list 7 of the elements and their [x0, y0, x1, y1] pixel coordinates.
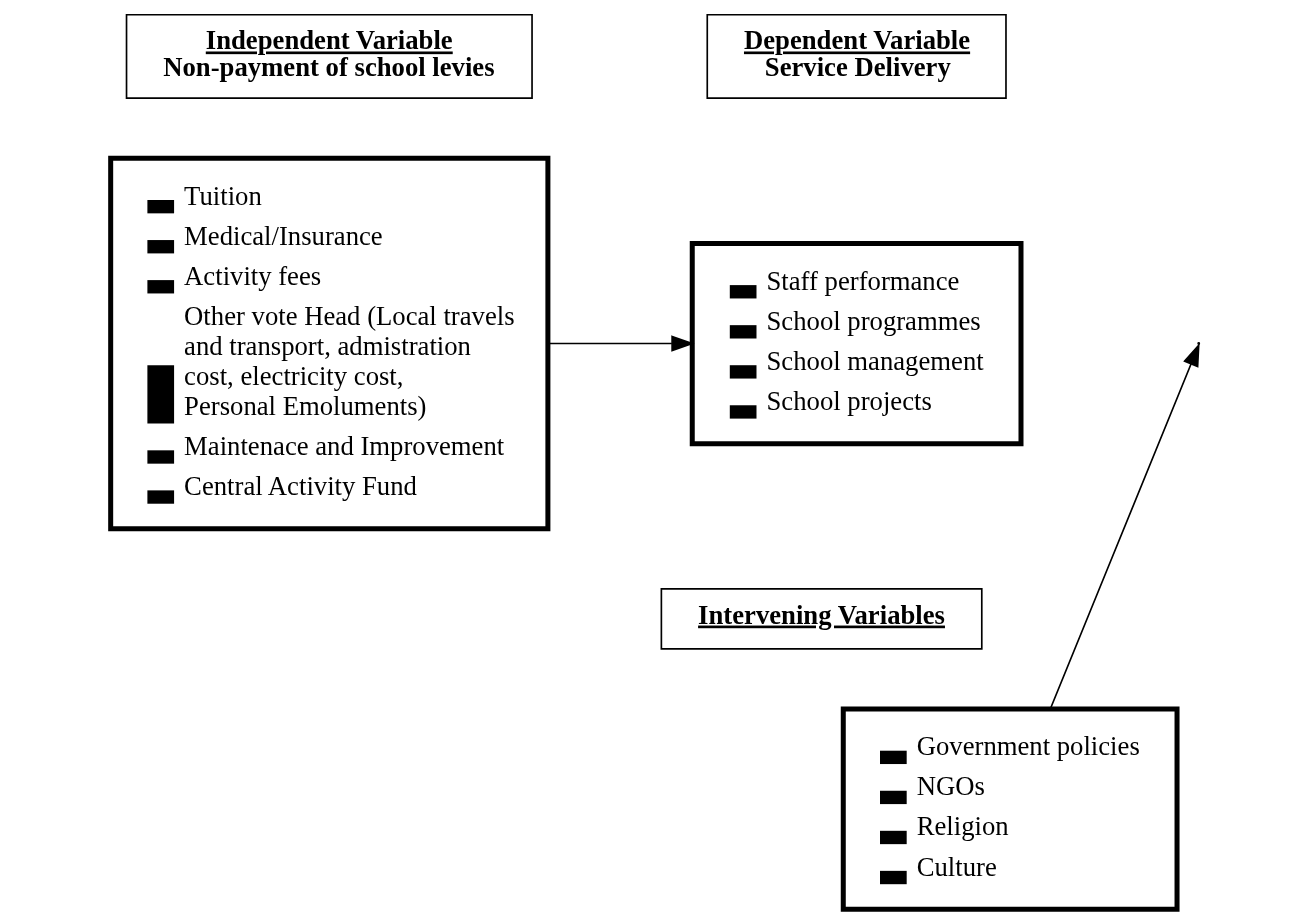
node-box: Staff performance School programmes School management School projects — [689, 240, 1023, 447]
node-box: Intervening Variables — [660, 588, 983, 650]
node-box: Independent Variable Non-payment of school levies — [125, 13, 533, 100]
node-box: Tuition Medical/Insurance Activity fees Other vote Head (Local travels and transport, admistration cost, electricity cost, Personal Emoluments) Maintenace and Improvement Central Activity Fund — [107, 155, 550, 532]
node-box: Dependent Variable Service Delivery — [705, 13, 1007, 100]
arrow — [1049, 342, 1200, 710]
node-box: Government policies NGOs Religion Culture — [840, 706, 1180, 912]
